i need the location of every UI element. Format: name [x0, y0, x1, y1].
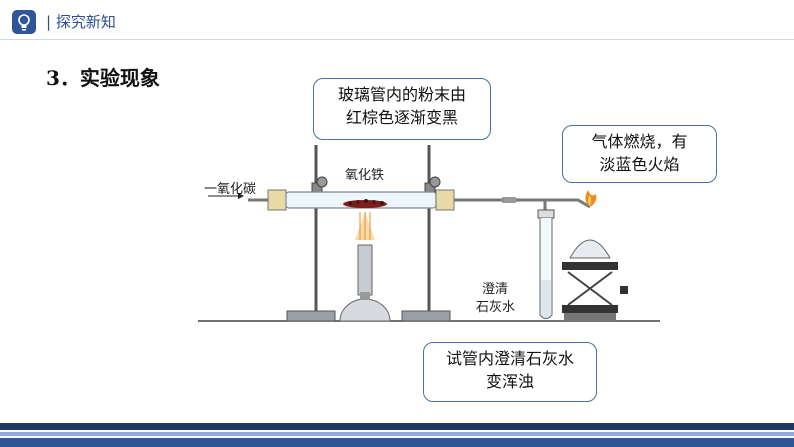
- callout-line: 玻璃管内的粉末由: [337, 85, 466, 104]
- page-heading: 3．实验现象: [46, 66, 160, 90]
- footer-stripes: [0, 423, 794, 447]
- iron-oxide-label: 氧化铁: [345, 168, 385, 183]
- callout-tube-powder: 玻璃管内的粉末由 红棕色逐渐变黑: [313, 78, 491, 140]
- glass-tube: [267, 189, 455, 211]
- footer-stripe-mid: [0, 438, 794, 447]
- lightbulb-icon: [12, 10, 36, 34]
- carbon-monoxide-label: 一氧化碳: [204, 182, 257, 197]
- callout-limewater: 试管内澄清石灰水 变浑浊: [423, 342, 597, 402]
- burning-gas-lamp: [562, 190, 628, 321]
- header-divider: [0, 39, 794, 40]
- callout-line: 淡蓝色火焰: [599, 155, 680, 174]
- test-tube: [537, 209, 555, 319]
- footer-stripe-dark: [0, 423, 794, 430]
- alcohol-lamp: [339, 212, 391, 322]
- callout-line: 气体燃烧，有: [591, 132, 688, 151]
- callout-gas-burning: 气体燃烧，有 淡蓝色火焰: [562, 125, 717, 183]
- callout-line: 试管内澄清石灰水: [445, 349, 574, 368]
- footer-stripe-light: [0, 432, 794, 436]
- left-iron-stand: [286, 145, 336, 322]
- section-title: | 探究新知: [46, 13, 116, 31]
- limewater-label-line2: 石灰水: [476, 300, 516, 315]
- callout-line: 红棕色逐渐变黑: [345, 108, 458, 127]
- header-bar: | 探究新知: [0, 0, 794, 40]
- iron-oxide-powder: [343, 199, 387, 208]
- right-iron-stand: [401, 145, 451, 322]
- callout-line: 变浑浊: [485, 372, 534, 391]
- limewater-label-line1: 澄清: [482, 282, 509, 297]
